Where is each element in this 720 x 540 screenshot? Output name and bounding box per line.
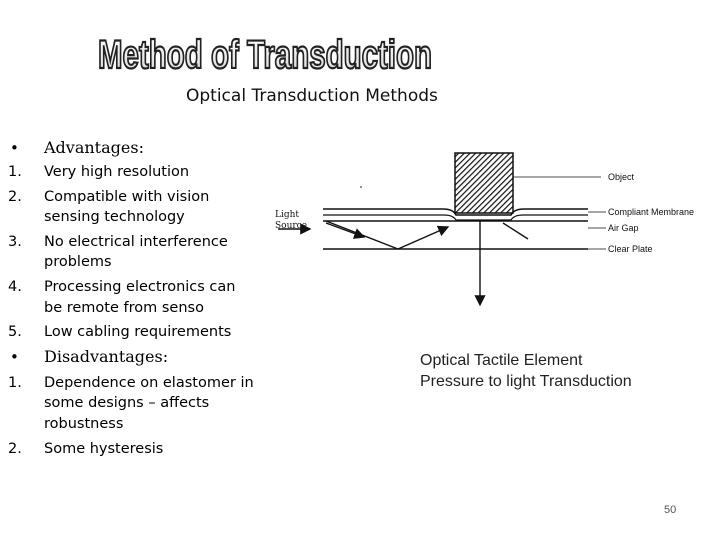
list-item: 5. Low cabling requirements	[8, 322, 258, 343]
list-item-text: Processing electronics can be remote fro…	[44, 278, 236, 316]
list-number: 3.	[8, 233, 22, 250]
list-item-text: Compatible with vision sensing technolog…	[44, 188, 210, 226]
list-item-text: Some hysteresis	[44, 440, 164, 457]
advantages-heading: • Advantages:	[8, 138, 258, 158]
list-number: 1.	[8, 374, 22, 391]
light-source-label: Light	[275, 210, 299, 220]
list-number: 2.	[8, 188, 22, 205]
compliant-membrane	[323, 208, 588, 216]
slide-subtitle: Optical Transduction Methods	[186, 86, 438, 104]
light-source-label-2: Source	[275, 221, 307, 231]
membrane-label: Compliant Membrane	[608, 207, 694, 217]
disadvantages-heading-text: Disadvantages:	[44, 346, 169, 366]
list-number: 2.	[8, 440, 22, 457]
caption-line-2: Pressure to light Transduction	[420, 373, 632, 390]
air-gap-label: Air Gap	[608, 223, 639, 233]
list-item-text: Low cabling requirements	[44, 324, 232, 341]
caption-line-1: Optical Tactile Element	[420, 352, 583, 369]
page-number: 50	[664, 504, 677, 516]
advantages-heading-text: Advantages:	[44, 138, 144, 157]
bullet-marker: •	[10, 347, 19, 366]
list-number: 5.	[8, 324, 22, 341]
list-item: 4. Processing electronics can be remote …	[8, 277, 258, 318]
optical-tactile-diagram: Light Source Object Compliant Membrane A…	[275, 152, 694, 307]
list-number: 4.	[8, 278, 22, 295]
list-item-text: No electrical interference problems	[44, 233, 228, 271]
diagram-caption: Optical Tactile Element Pressure to ligh…	[420, 350, 632, 392]
clear-plate-label: Clear Plate	[608, 244, 653, 254]
list-item: 1. Very high resolution	[8, 162, 258, 183]
list-number: 1.	[8, 164, 22, 180]
bullet-list: • Advantages: 1. Very high resolution 2.…	[8, 138, 258, 463]
list-item: 2. Compatible with vision sensing techno…	[8, 187, 258, 228]
list-item: 3. No electrical interference problems	[8, 232, 258, 273]
object-label: Object	[608, 172, 635, 182]
list-item: 1. Dependence on elastomer in some desig…	[8, 373, 258, 435]
list-item-text: Very high resolution	[44, 164, 190, 180]
slide-title: Method of Transduction	[97, 32, 433, 78]
disadvantages-heading: • Disadvantages:	[8, 347, 258, 367]
list-item: 2. Some hysteresis	[8, 439, 258, 460]
slide-title-text: Method of Transduction	[98, 33, 432, 77]
object-block	[454, 152, 514, 214]
bullet-marker: •	[10, 139, 19, 157]
list-item-text: Dependence on elastomer in some designs …	[44, 374, 254, 432]
